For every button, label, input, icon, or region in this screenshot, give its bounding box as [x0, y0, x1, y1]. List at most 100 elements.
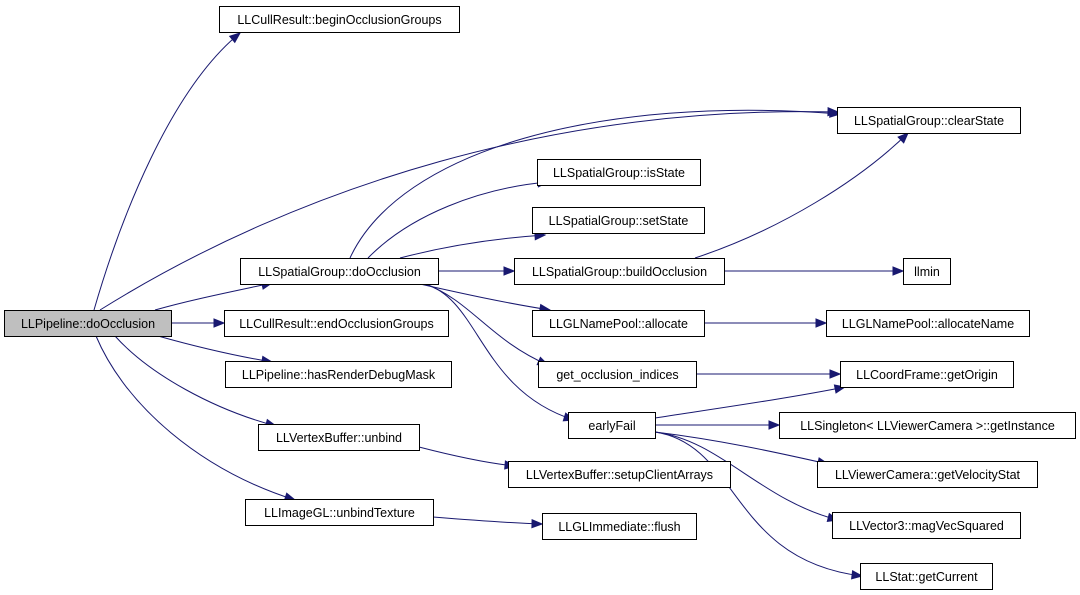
node-end-occ[interactable]: LLCullResult::endOcclusionGroups [224, 310, 449, 337]
node-box[interactable] [508, 461, 731, 488]
edge-sg-do-occ-to-build-occ [438, 266, 516, 276]
node-clear-state[interactable]: LLSpatialGroup::clearState [837, 107, 1021, 134]
node-box[interactable] [240, 258, 439, 285]
node-do-occlusion-pipe[interactable]: LLPipeline::doOcclusion [4, 310, 172, 337]
node-box[interactable] [840, 361, 1014, 388]
edge-line [694, 132, 909, 259]
edge-line [157, 335, 273, 363]
node-label: LLSpatialGroup::setState [549, 214, 689, 228]
edge-line [418, 446, 516, 467]
node-box[interactable] [860, 563, 993, 590]
edge-arrowhead [851, 570, 864, 580]
node-name-alloc[interactable]: LLGLNamePool::allocate [532, 310, 705, 337]
edge-line [654, 386, 846, 419]
node-label: LLGLNamePool::allocateName [842, 317, 1014, 331]
node-label: LLCullResult::endOcclusionGroups [239, 317, 434, 331]
node-label: LLImageGL::unbindTexture [264, 506, 415, 520]
edge-line [93, 32, 241, 311]
node-box[interactable] [532, 207, 705, 234]
edge-arrowhead [815, 318, 828, 328]
node-unbind-tex[interactable]: LLImageGL::unbindTexture [245, 499, 434, 526]
node-get-current[interactable]: LLStat::getCurrent [860, 563, 993, 590]
node-mag-vec[interactable]: LLVector3::magVecSquared [832, 512, 1021, 539]
node-label: LLVertexBuffer::unbind [276, 431, 402, 445]
node-label: get_occlusion_indices [556, 368, 678, 382]
node-flush[interactable]: LLGLImmediate::flush [542, 513, 697, 540]
node-build-occ[interactable]: LLSpatialGroup::buildOcclusion [514, 258, 725, 285]
node-label: LLVector3::magVecSquared [849, 519, 1004, 533]
node-get-vel-stat[interactable]: LLViewerCamera::getVelocityStat [817, 461, 1038, 488]
edge-early-fail-to-get-current [654, 431, 864, 580]
node-get-origin[interactable]: LLCoordFrame::getOrigin [840, 361, 1014, 388]
edge-arrowhead [503, 266, 516, 276]
edge-arrowhead [531, 518, 544, 529]
node-box[interactable] [224, 310, 449, 337]
node-begin-occ[interactable]: LLCullResult::beginOcclusionGroups [219, 6, 460, 33]
node-setup-ca[interactable]: LLVertexBuffer::setupClientArrays [508, 461, 731, 488]
node-box[interactable] [837, 107, 1021, 134]
node-label: LLGLImmediate::flush [558, 520, 680, 534]
call-graph-edges [93, 32, 909, 580]
edge-arrowhead [829, 108, 842, 118]
node-vb-unbind[interactable]: LLVertexBuffer::unbind [258, 424, 420, 451]
node-box[interactable] [514, 258, 725, 285]
node-early-fail[interactable]: earlyFail [568, 412, 656, 439]
node-box[interactable] [832, 512, 1021, 539]
edge-line [399, 234, 546, 259]
node-label: LLSingleton< LLViewerCamera >::getInstan… [800, 419, 1055, 433]
edge-arrowhead [228, 32, 242, 44]
node-label: llmin [914, 265, 940, 279]
node-box[interactable] [538, 361, 697, 388]
node-get-occ-idx[interactable]: get_occlusion_indices [538, 361, 697, 388]
node-box[interactable] [258, 424, 420, 451]
node-label: LLGLNamePool::allocate [549, 317, 688, 331]
edge-sg-do-occ-to-is-state [367, 178, 550, 259]
edge-sg-do-occ-to-name-alloc [419, 283, 552, 314]
edge-do-occlusion-pipe-to-sg-do-occ [154, 280, 274, 311]
node-get-instance[interactable]: LLSingleton< LLViewerCamera >::getInstan… [779, 412, 1076, 439]
edge-line [349, 109, 841, 259]
node-alloc-name[interactable]: LLGLNamePool::allocateName [826, 310, 1030, 337]
node-sg-do-occ[interactable]: LLSpatialGroup::doOcclusion [240, 258, 439, 285]
node-box[interactable] [219, 6, 460, 33]
edge-arrowhead [829, 369, 842, 379]
node-box[interactable] [826, 310, 1030, 337]
node-box[interactable] [532, 310, 705, 337]
node-label: LLSpatialGroup::clearState [854, 114, 1004, 128]
node-box[interactable] [542, 513, 697, 540]
node-box[interactable] [568, 412, 656, 439]
edge-line [154, 282, 273, 311]
node-box[interactable] [245, 499, 434, 526]
node-llmin[interactable]: llmin [903, 258, 951, 285]
node-set-state[interactable]: LLSpatialGroup::setState [532, 207, 705, 234]
edge-sg-do-occ-to-early-fail [424, 283, 576, 422]
edge-vb-unbind-to-setup-ca [418, 446, 517, 470]
node-label: LLCoordFrame::getOrigin [856, 368, 998, 382]
node-box[interactable] [779, 412, 1076, 439]
edge-arrowhead [768, 420, 781, 430]
node-label: LLPipeline::hasRenderDebugMask [242, 368, 436, 382]
node-box[interactable] [903, 258, 951, 285]
edge-do-occlusion-pipe-to-unbind-tex [95, 335, 297, 502]
edge-do-occlusion-pipe-to-clear-state [99, 106, 840, 311]
node-has-rdm[interactable]: LLPipeline::hasRenderDebugMask [225, 361, 452, 388]
edge-line [114, 335, 277, 427]
edge-line [95, 335, 296, 501]
edge-sg-do-occ-to-set-state [399, 230, 547, 259]
edge-line [367, 181, 549, 259]
node-box[interactable] [225, 361, 452, 388]
node-box[interactable] [817, 461, 1038, 488]
edge-build-occ-to-clear-state [694, 132, 909, 259]
edge-arrowhead [892, 266, 905, 276]
edge-line [99, 111, 839, 311]
node-box[interactable] [4, 310, 172, 337]
node-label: earlyFail [588, 419, 635, 433]
node-box[interactable] [537, 159, 701, 186]
edge-line [419, 283, 551, 311]
call-graph-nodes: LLPipeline::doOcclusion LLCullResult::beg… [4, 6, 1076, 590]
edge-get-occ-idx-to-get-origin [696, 369, 842, 379]
node-label: LLSpatialGroup::isState [553, 166, 685, 180]
node-is-state[interactable]: LLSpatialGroup::isState [537, 159, 701, 186]
node-label: LLCullResult::beginOcclusionGroups [237, 13, 441, 27]
